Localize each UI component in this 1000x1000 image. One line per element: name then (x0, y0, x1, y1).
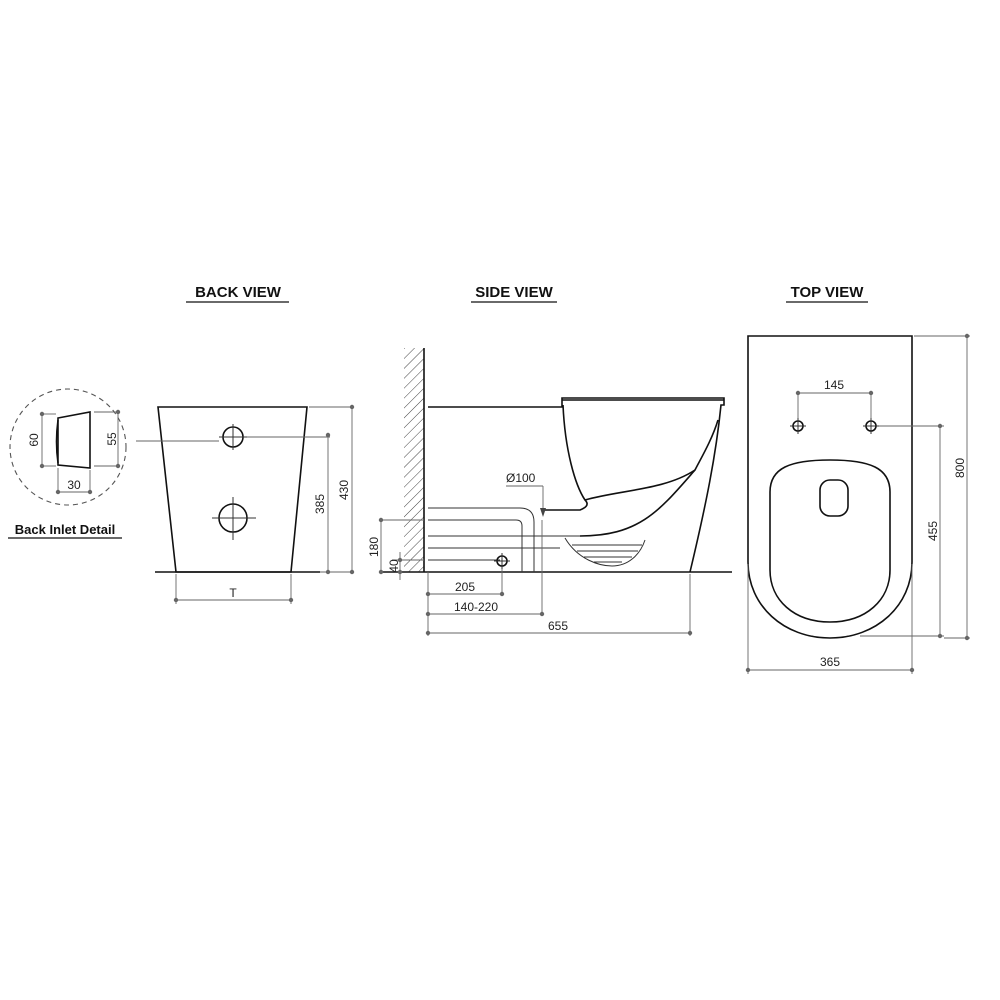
svg-text:SIDE VIEW: SIDE VIEW (475, 284, 553, 301)
dim-180: 180 (367, 537, 381, 557)
side-view-title: SIDE VIEW (471, 284, 557, 303)
wall-hatch (404, 348, 424, 572)
svg-text:Back Inlet Detail: Back Inlet Detail (15, 522, 115, 537)
top-view: 145 455 800 365 (745, 333, 970, 674)
dim-455: 455 (926, 521, 940, 541)
top-view-title: TOP VIEW (786, 284, 868, 303)
trap-curve (564, 537, 646, 567)
dim-30: 30 (67, 478, 81, 492)
back-view: 385 430 T (136, 404, 355, 604)
dim-145: 145 (824, 378, 844, 392)
dim-T: T (229, 586, 237, 600)
bowl-inner-curve (545, 404, 719, 511)
seat-outline (769, 459, 891, 623)
dim-655: 655 (548, 619, 568, 633)
side-view: Ø100 180 40 205 140-220 655 (367, 348, 732, 636)
detail-circle (9, 388, 127, 506)
side-body-outline (428, 397, 725, 573)
dim-205: 205 (455, 580, 475, 594)
back-inlet-detail-label: Back Inlet Detail (8, 522, 122, 539)
svg-text:BACK VIEW: BACK VIEW (195, 284, 282, 301)
dim-40: 40 (387, 559, 401, 573)
inlet-profile (57, 411, 91, 469)
dim-365: 365 (820, 655, 840, 669)
back-body-outline (157, 406, 308, 573)
dim-60: 60 (27, 433, 41, 447)
dim-385: 385 (313, 494, 327, 514)
inlet-profile-inner (55, 419, 59, 464)
dim-dia100: Ø100 (506, 471, 536, 485)
dim-55: 55 (105, 432, 119, 446)
back-inlet-detail: 60 55 30 (9, 388, 127, 506)
back-view-title: BACK VIEW (186, 284, 289, 303)
dim-430: 430 (337, 480, 351, 500)
outlet-pipe (428, 507, 535, 572)
seat-button (819, 479, 849, 517)
svg-text:TOP VIEW: TOP VIEW (791, 284, 865, 301)
dim-140-220: 140-220 (454, 600, 498, 614)
top-body-outline (747, 335, 913, 639)
dim-800: 800 (953, 458, 967, 478)
